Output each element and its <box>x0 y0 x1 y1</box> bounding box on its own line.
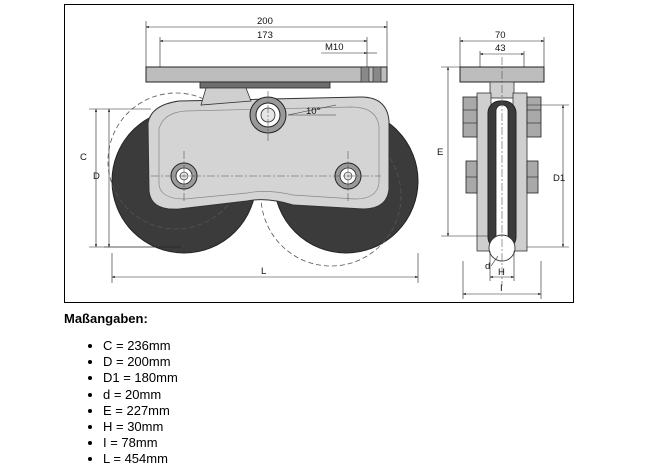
technical-drawing: 10° 200 173 M10 <box>64 4 574 303</box>
drawing-canvas: 10° 200 173 M10 <box>80 16 569 299</box>
dim-side-inner: 43 <box>495 43 506 54</box>
dim-top-width: 200 <box>257 16 273 27</box>
spec-item-d: D = 200mm <box>103 354 178 370</box>
dim-bolt: M10 <box>325 42 343 53</box>
front-view: 10° <box>107 66 419 267</box>
dim-e: E <box>437 147 443 158</box>
mount-plate <box>145 66 388 83</box>
dim-d: D <box>93 171 100 182</box>
dim-c: C <box>80 152 87 163</box>
dim-small-d: d <box>485 261 490 272</box>
front-dimensions <box>89 21 419 283</box>
spec-item-c: C = 236mm <box>103 338 178 354</box>
dim-h: H <box>498 267 505 278</box>
specs-list: C = 236mm D = 200mm D1 = 180mm d = 20mm … <box>70 338 178 468</box>
dim-d1: D1 <box>553 173 565 184</box>
dim-i: I <box>500 283 503 294</box>
spec-item-e: E = 227mm <box>103 403 178 419</box>
spec-item-small-d: d = 20mm <box>103 387 178 403</box>
spec-item-i: I = 78mm <box>103 435 178 451</box>
spec-item-l: L = 454mm <box>103 451 178 467</box>
side-view <box>459 57 545 286</box>
angle-label: 10° <box>306 106 321 117</box>
specs-heading: Maßangaben: <box>64 311 148 326</box>
dim-side-width: 70 <box>495 30 506 41</box>
spec-item-d1: D1 = 180mm <box>103 370 178 386</box>
spec-item-h: H = 30mm <box>103 419 178 435</box>
side-dimensions <box>441 37 569 299</box>
dim-hole-spacing: 173 <box>257 30 273 41</box>
bogie-plate <box>147 96 390 210</box>
dim-l: L <box>261 266 266 277</box>
